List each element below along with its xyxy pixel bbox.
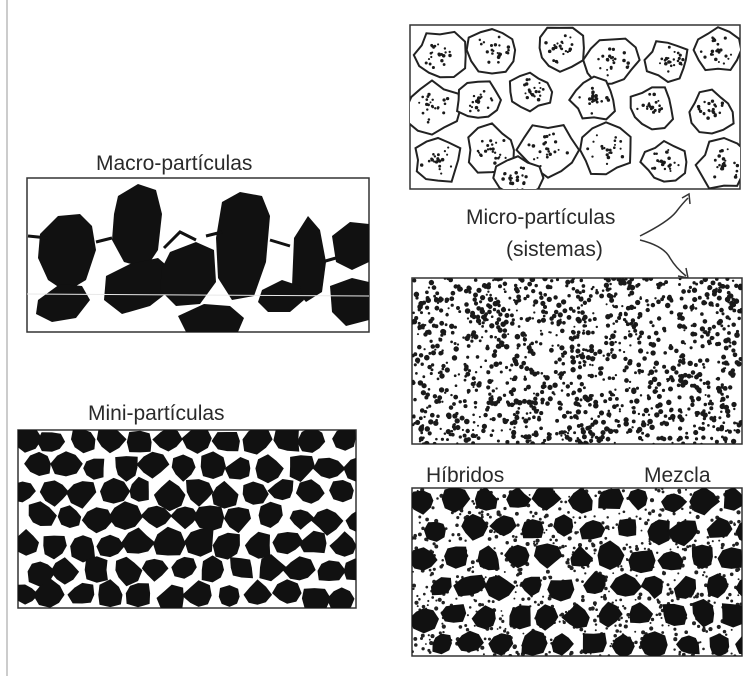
panel-micro-particulas <box>411 275 744 446</box>
label-mezcla: Mezcla <box>644 464 711 487</box>
arrow-to-micro-particulas <box>640 240 686 276</box>
label-micro-particulas: Micro-partículas <box>466 206 615 229</box>
label-hibridos: Híbridos <box>426 464 504 487</box>
label-macro-particulas: Macro-partículas <box>96 152 252 175</box>
panel-hibridos-frame <box>412 488 742 656</box>
panel-hibridos <box>408 484 745 659</box>
label-mini-particulas: Mini-partículas <box>88 402 225 425</box>
panel-macro-particulas <box>27 178 369 332</box>
panel-micro-sistemas <box>406 25 745 196</box>
arrow-to-micro-sistemas <box>640 198 688 236</box>
label-micro-sistemas: (sistemas) <box>506 238 603 261</box>
panel-mini-particulas <box>6 424 374 611</box>
connector-arrows <box>640 194 690 278</box>
